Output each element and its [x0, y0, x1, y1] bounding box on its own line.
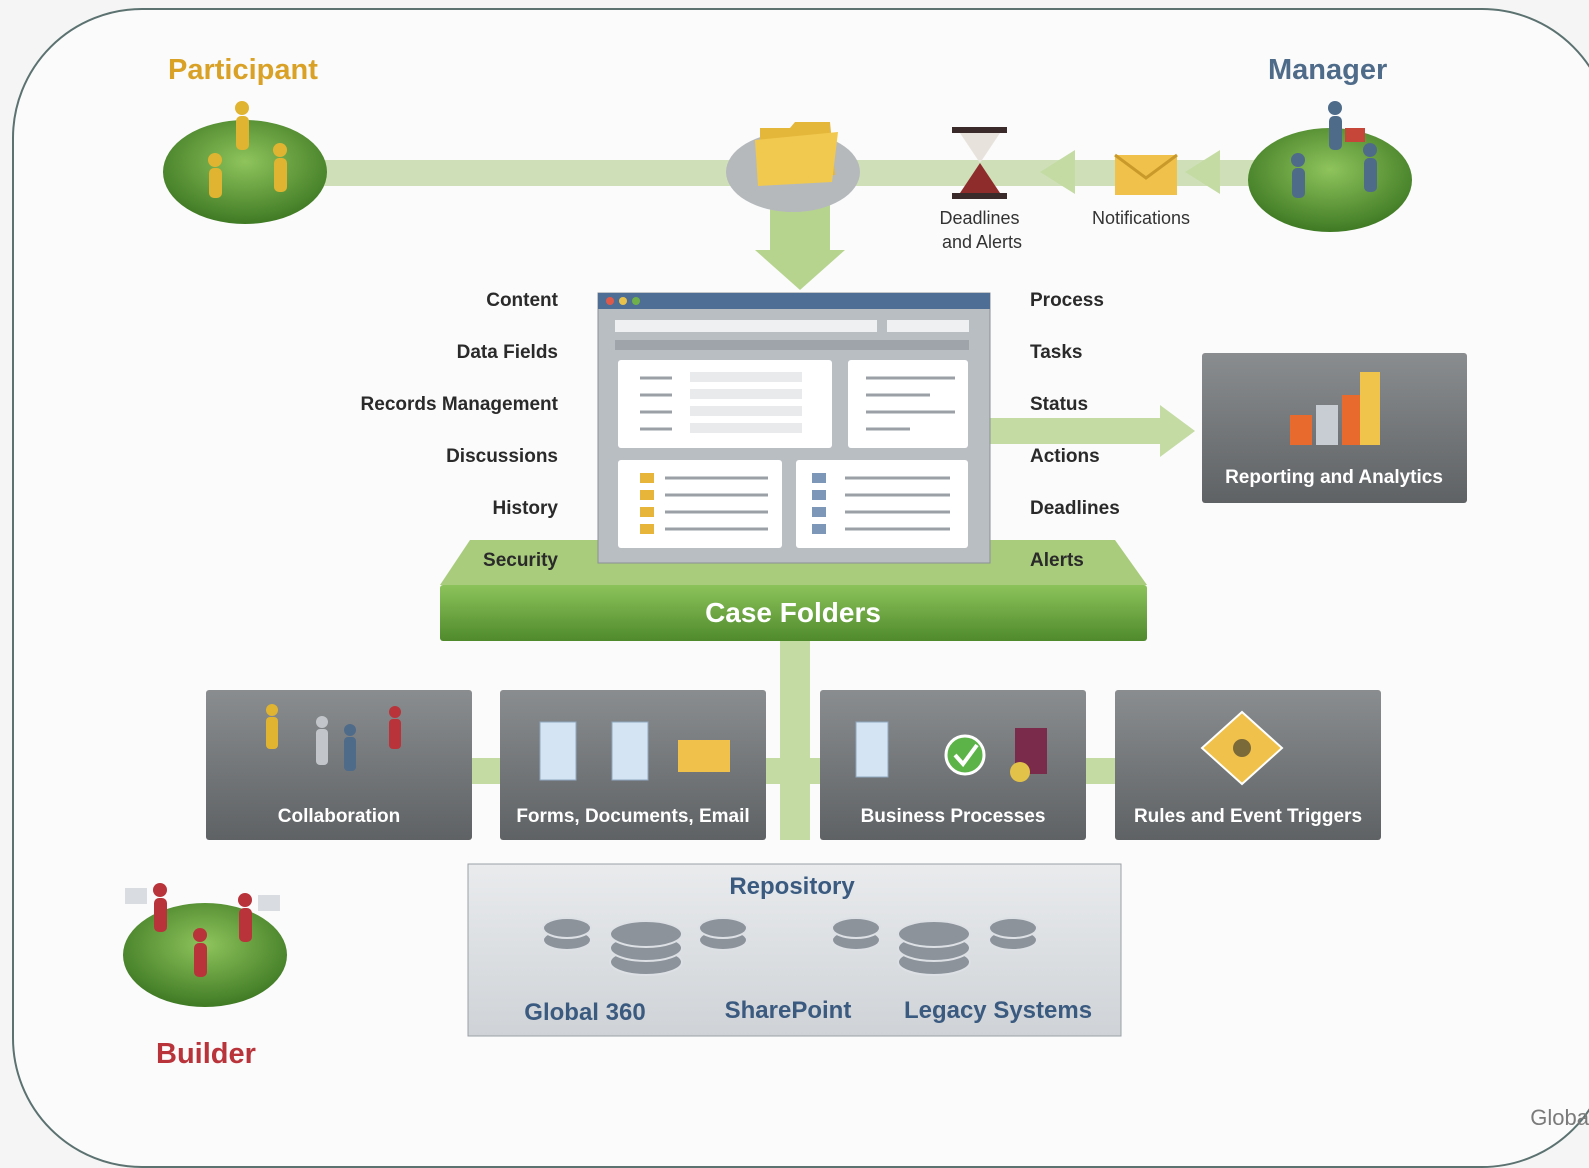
manager-group — [1248, 101, 1412, 232]
repo-legacy-systems: Legacy Systems — [904, 997, 1092, 1024]
case-folders-title: Case Folders — [705, 597, 881, 628]
repo-sharepoint: SharePoint — [725, 997, 852, 1024]
repo-global-360: Global 360 — [524, 999, 645, 1026]
manager-label: Manager — [1268, 54, 1387, 86]
item-tasks: Tasks — [1030, 342, 1082, 363]
reporting-label: Reporting and Analytics — [1225, 467, 1443, 488]
case-folder-left-items: Content Data Fields Records Management D… — [361, 290, 559, 571]
participant-group — [163, 101, 327, 224]
case-window-mockup — [598, 293, 990, 563]
item-status: Status — [1030, 394, 1088, 415]
item-security: Security — [483, 550, 558, 571]
participant-label: Participant — [168, 54, 318, 86]
item-history: History — [493, 498, 559, 519]
deadlines-alerts-label: Deadlines and Alerts — [939, 208, 1024, 252]
rules-event-triggers-label: Rules and Event Triggers — [1134, 806, 1362, 827]
item-actions: Actions — [1030, 446, 1100, 467]
forms-documents-email-label: Forms, Documents, Email — [516, 806, 749, 827]
item-data-fields: Data Fields — [457, 342, 558, 363]
envelope-icon — [1115, 155, 1177, 195]
business-processes-label: Business Processes — [861, 806, 1046, 827]
item-alerts: Alerts — [1030, 550, 1084, 571]
notifications-label: Notifications — [1092, 208, 1190, 228]
item-discussions: Discussions — [446, 446, 558, 467]
item-records-management: Records Management — [361, 394, 559, 415]
builder-group — [123, 883, 287, 1007]
item-content: Content — [486, 290, 558, 311]
case-management-diagram: Participant Manager Builder Deadlines an… — [0, 0, 1589, 1143]
folder-icon — [726, 122, 860, 212]
builder-label: Builder — [156, 1038, 256, 1070]
item-process: Process — [1030, 290, 1104, 311]
footer-brand-text: Globa — [1530, 1105, 1589, 1131]
item-deadlines: Deadlines — [1030, 498, 1120, 519]
collaboration-label: Collaboration — [278, 806, 400, 827]
repository-title: Repository — [729, 873, 855, 900]
